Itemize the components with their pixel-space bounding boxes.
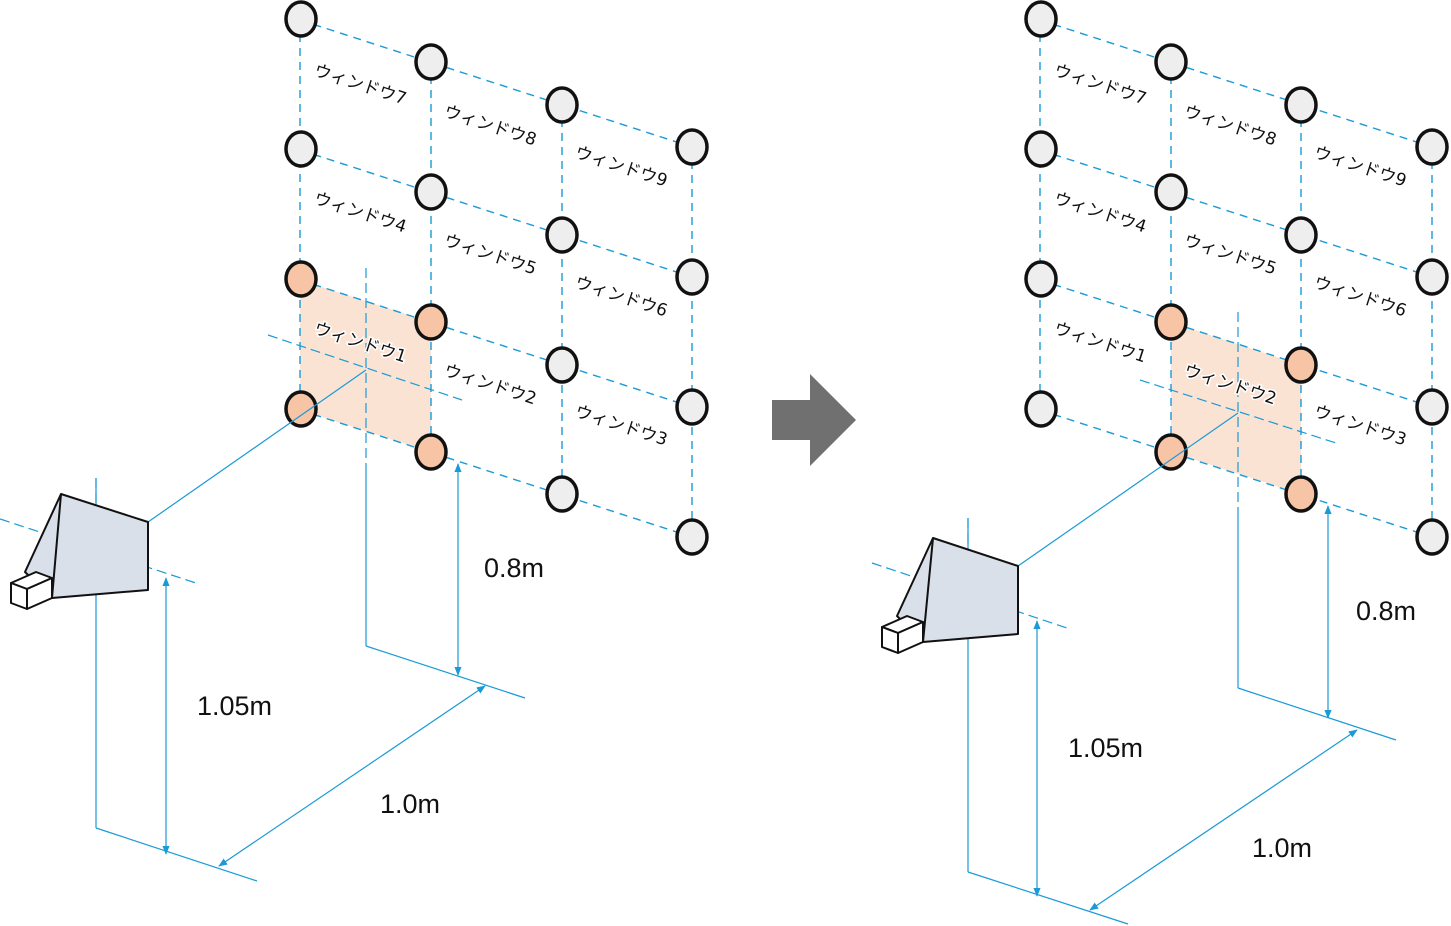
grid-node bbox=[1024, 130, 1058, 168]
active-window-highlight bbox=[1171, 322, 1301, 494]
window-label-5: ウィンドウ5 bbox=[441, 231, 538, 280]
grid-node bbox=[1154, 43, 1188, 81]
dimension-label-0-8m: 0.8m bbox=[484, 553, 544, 583]
grid-node-active bbox=[284, 390, 318, 428]
window-label-4: ウィンドウ4 bbox=[1051, 189, 1148, 238]
grid-node bbox=[1024, 260, 1058, 298]
grid-node bbox=[1154, 173, 1188, 211]
window-label-1: ウィンドウ1 bbox=[1051, 319, 1148, 368]
grid-nodes bbox=[284, 0, 709, 556]
grid-node bbox=[545, 475, 579, 513]
horn-antenna-icon bbox=[881, 537, 1019, 654]
window-label-6: ウィンドウ6 bbox=[1311, 273, 1408, 322]
grid-node bbox=[1024, 0, 1058, 38]
grid-node-active bbox=[1284, 475, 1318, 513]
window-label-7: ウィンドウ7 bbox=[1051, 61, 1148, 110]
dimension-label-1-0m: 1.0m bbox=[1252, 833, 1312, 863]
grid-node bbox=[675, 518, 709, 556]
window-label-3: ウィンドウ3 bbox=[1311, 402, 1408, 451]
window-label-9: ウィンドウ9 bbox=[1311, 143, 1408, 192]
window-center-crosshair bbox=[1139, 312, 1337, 510]
grid-node bbox=[1415, 518, 1449, 556]
grid-node bbox=[1024, 390, 1058, 428]
grid-node-active bbox=[1284, 346, 1318, 384]
grid-node bbox=[1415, 128, 1449, 166]
dimension-label-1-0m: 1.0m bbox=[380, 789, 440, 819]
window-label-7: ウィンドウ7 bbox=[311, 61, 408, 110]
horn-antenna-icon bbox=[10, 493, 149, 610]
window-label-4: ウィンドウ4 bbox=[311, 189, 408, 238]
grid-node bbox=[284, 130, 318, 168]
grid-node bbox=[1415, 258, 1449, 296]
dimension-lines bbox=[871, 412, 1397, 925]
window-label-9: ウィンドウ9 bbox=[572, 143, 669, 192]
window-label-2: ウィンドウ2 bbox=[441, 361, 538, 410]
dimension-label-1-05m: 1.05m bbox=[1068, 733, 1143, 763]
grid-node bbox=[1284, 216, 1318, 254]
grid-node bbox=[675, 258, 709, 296]
window-label-6: ウィンドウ6 bbox=[572, 273, 669, 322]
right-arrow-icon bbox=[772, 374, 856, 466]
grid-node bbox=[1284, 86, 1318, 124]
grid-node bbox=[414, 43, 448, 81]
grid-node-active bbox=[414, 303, 448, 341]
window-grid bbox=[299, 19, 693, 538]
grid-node bbox=[545, 216, 579, 254]
dimension-label-0-8m: 0.8m bbox=[1356, 596, 1416, 626]
window-label-8: ウィンドウ8 bbox=[1181, 102, 1278, 151]
dimension-label-1-05m: 1.05m bbox=[197, 691, 272, 721]
panel-after: ウィンドウ7 ウィンドウ8 ウィンドウ9 ウィンドウ4 ウィンドウ5 ウィンドウ… bbox=[871, 0, 1449, 925]
grid-node bbox=[675, 128, 709, 166]
grid-node-active bbox=[414, 433, 448, 471]
grid-node-active bbox=[284, 260, 318, 298]
grid-node bbox=[284, 0, 318, 38]
window-label-8: ウィンドウ8 bbox=[441, 102, 538, 151]
grid-node-active bbox=[1154, 433, 1188, 471]
window-label-5: ウィンドウ5 bbox=[1181, 231, 1278, 280]
window-label-3: ウィンドウ3 bbox=[572, 402, 669, 451]
window-labels: ウィンドウ7 ウィンドウ8 ウィンドウ9 ウィンドウ4 ウィンドウ5 ウィンドウ… bbox=[1051, 61, 1408, 451]
grid-node bbox=[414, 173, 448, 211]
window-center-crosshair bbox=[267, 268, 463, 466]
panel-before: ウィンドウ7 ウィンドウ8 ウィンドウ9 ウィンドウ4 ウィンドウ5 ウィンドウ… bbox=[0, 0, 709, 882]
grid-nodes bbox=[1024, 0, 1449, 556]
grid-node bbox=[675, 388, 709, 426]
grid-node bbox=[1415, 388, 1449, 426]
grid-node-active bbox=[1154, 303, 1188, 341]
grid-node bbox=[545, 86, 579, 124]
grid-node bbox=[545, 346, 579, 384]
